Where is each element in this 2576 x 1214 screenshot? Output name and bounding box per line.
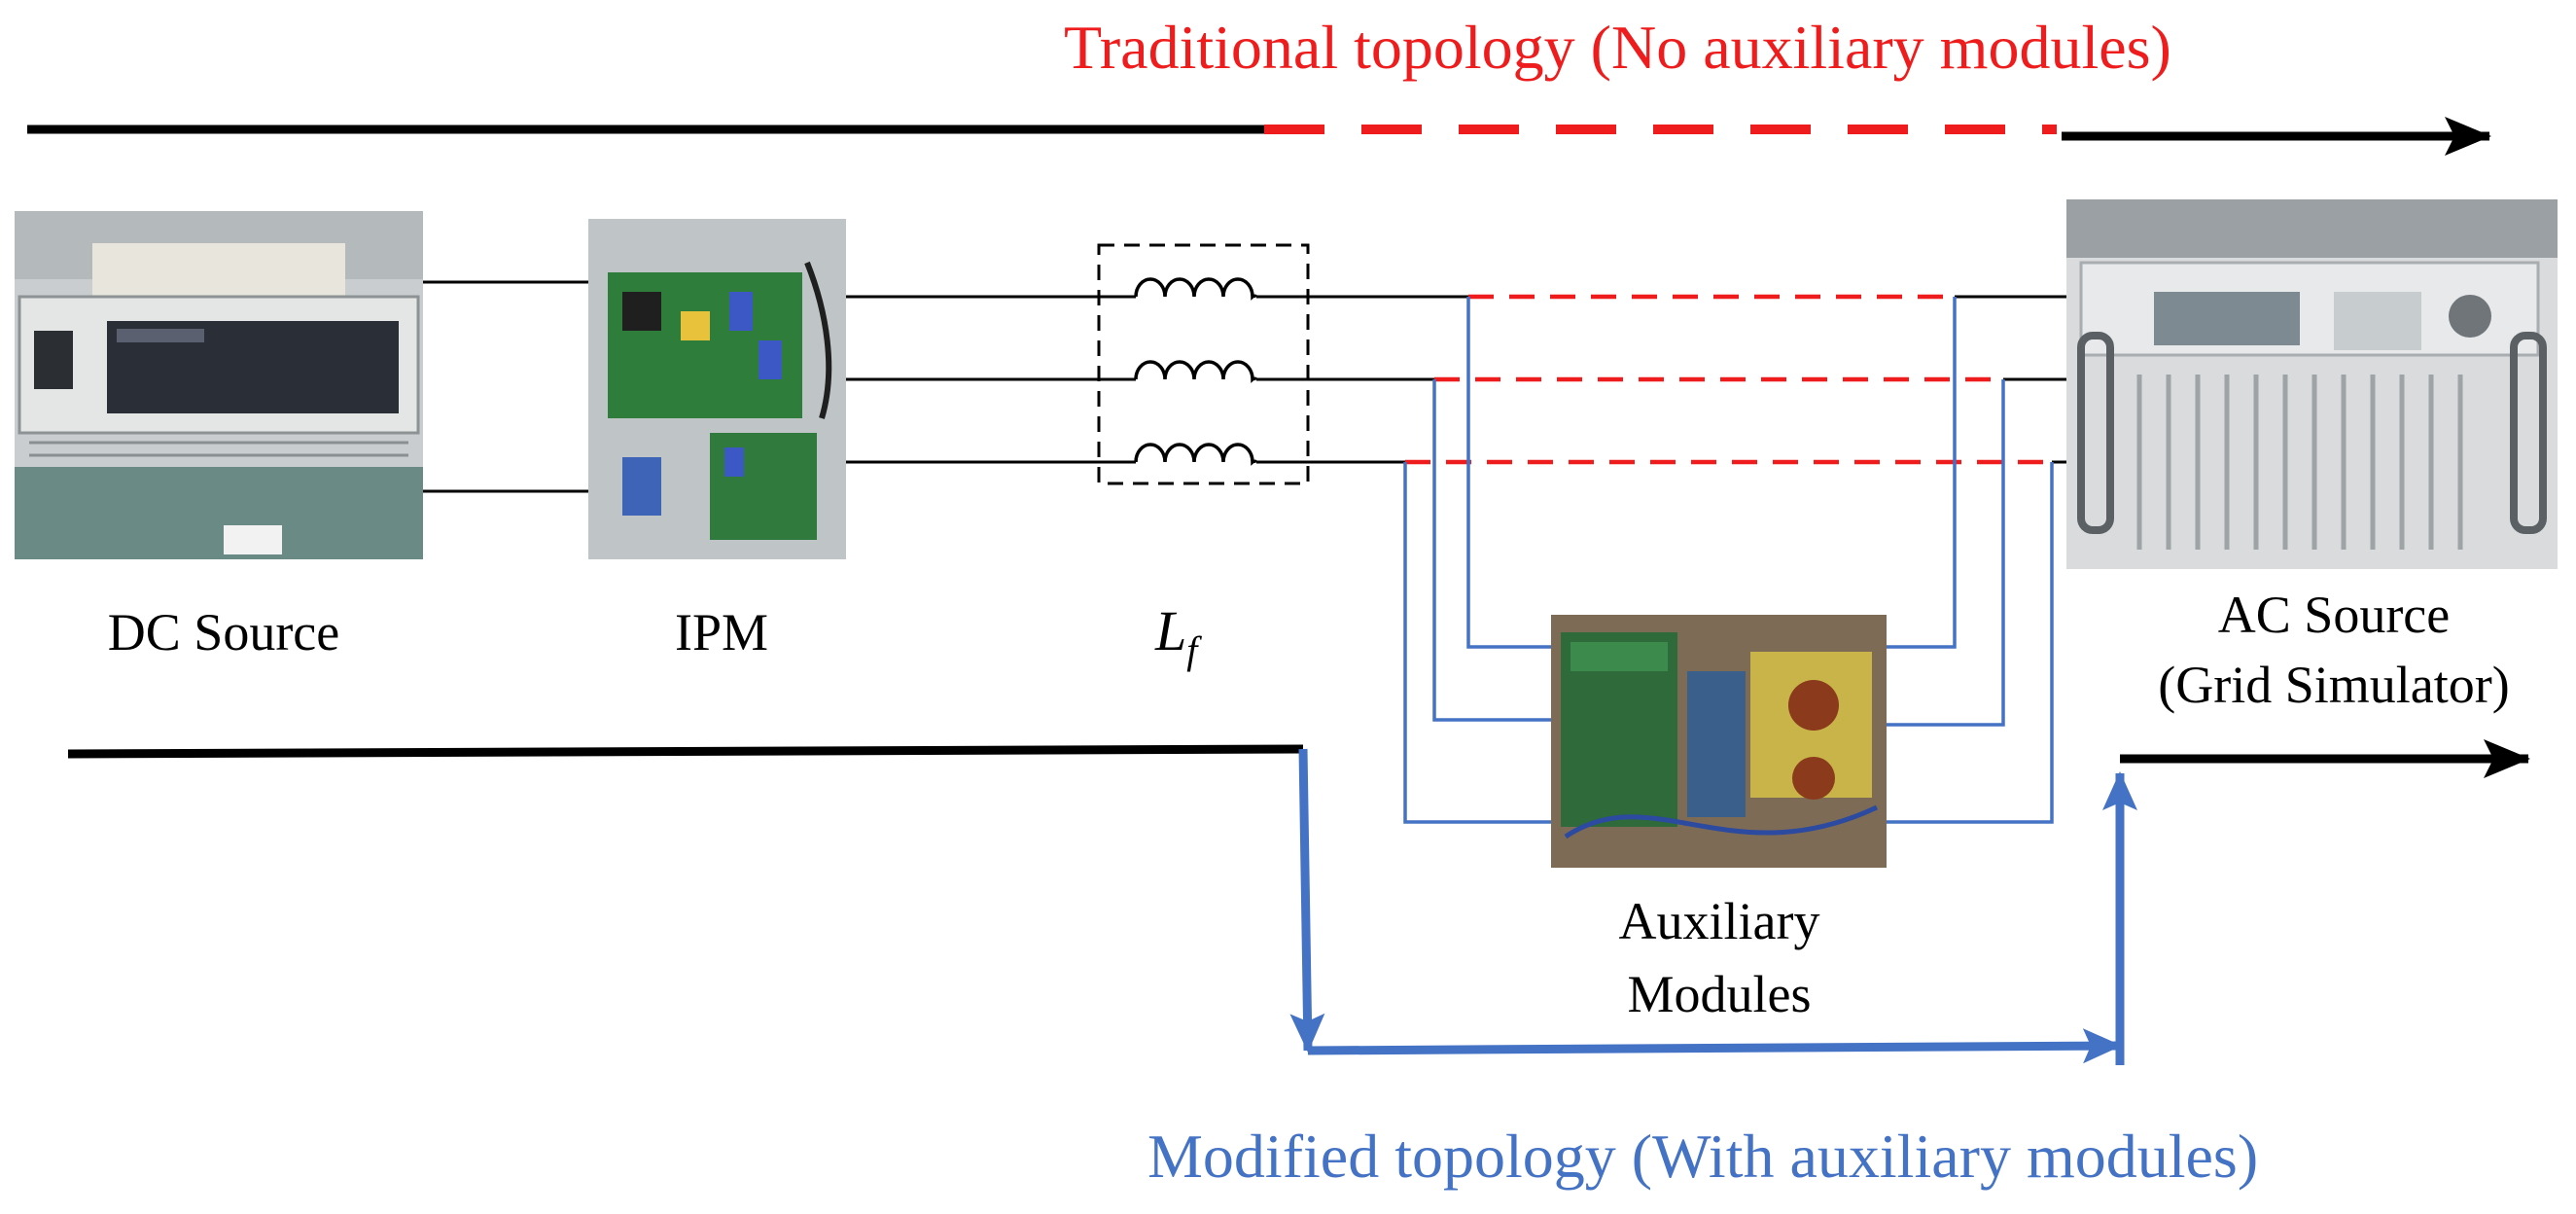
phase-wires bbox=[846, 295, 2066, 464]
dc-wires bbox=[423, 280, 588, 493]
ipm-label: IPM bbox=[675, 603, 768, 661]
auxiliary-modules-label-line2: Modules bbox=[1628, 965, 1812, 1023]
auxiliary-wires bbox=[1403, 297, 2054, 824]
modified-topology-label: Modified topology (With auxiliary module… bbox=[1147, 1122, 2258, 1191]
modified-path bbox=[67, 739, 2530, 1065]
ac-source-photo bbox=[2066, 199, 2558, 569]
auxiliary-modules-photo bbox=[1551, 615, 1887, 868]
inductor-box bbox=[1097, 243, 1310, 485]
auxiliary-modules-label-line1: Auxiliary bbox=[1619, 892, 1820, 950]
inductor-subscript: f bbox=[1186, 628, 1202, 672]
traditional-path bbox=[27, 117, 2491, 156]
inductor-coils bbox=[1134, 277, 1258, 466]
ipm-photo bbox=[588, 219, 846, 559]
dc-source-label: DC Source bbox=[108, 603, 339, 661]
inductor-symbol: L bbox=[1154, 599, 1186, 662]
ac-source-label-line1: AC Source bbox=[2218, 586, 2450, 644]
traditional-topology-label: Traditional topology (No auxiliary modul… bbox=[1064, 13, 2171, 82]
inductor-label: Lf bbox=[1154, 599, 1202, 672]
ac-source-label-line2: (Grid Simulator) bbox=[2158, 656, 2509, 714]
traditional-bypass-wires bbox=[1405, 294, 2052, 465]
dc-source-photo bbox=[15, 211, 423, 559]
